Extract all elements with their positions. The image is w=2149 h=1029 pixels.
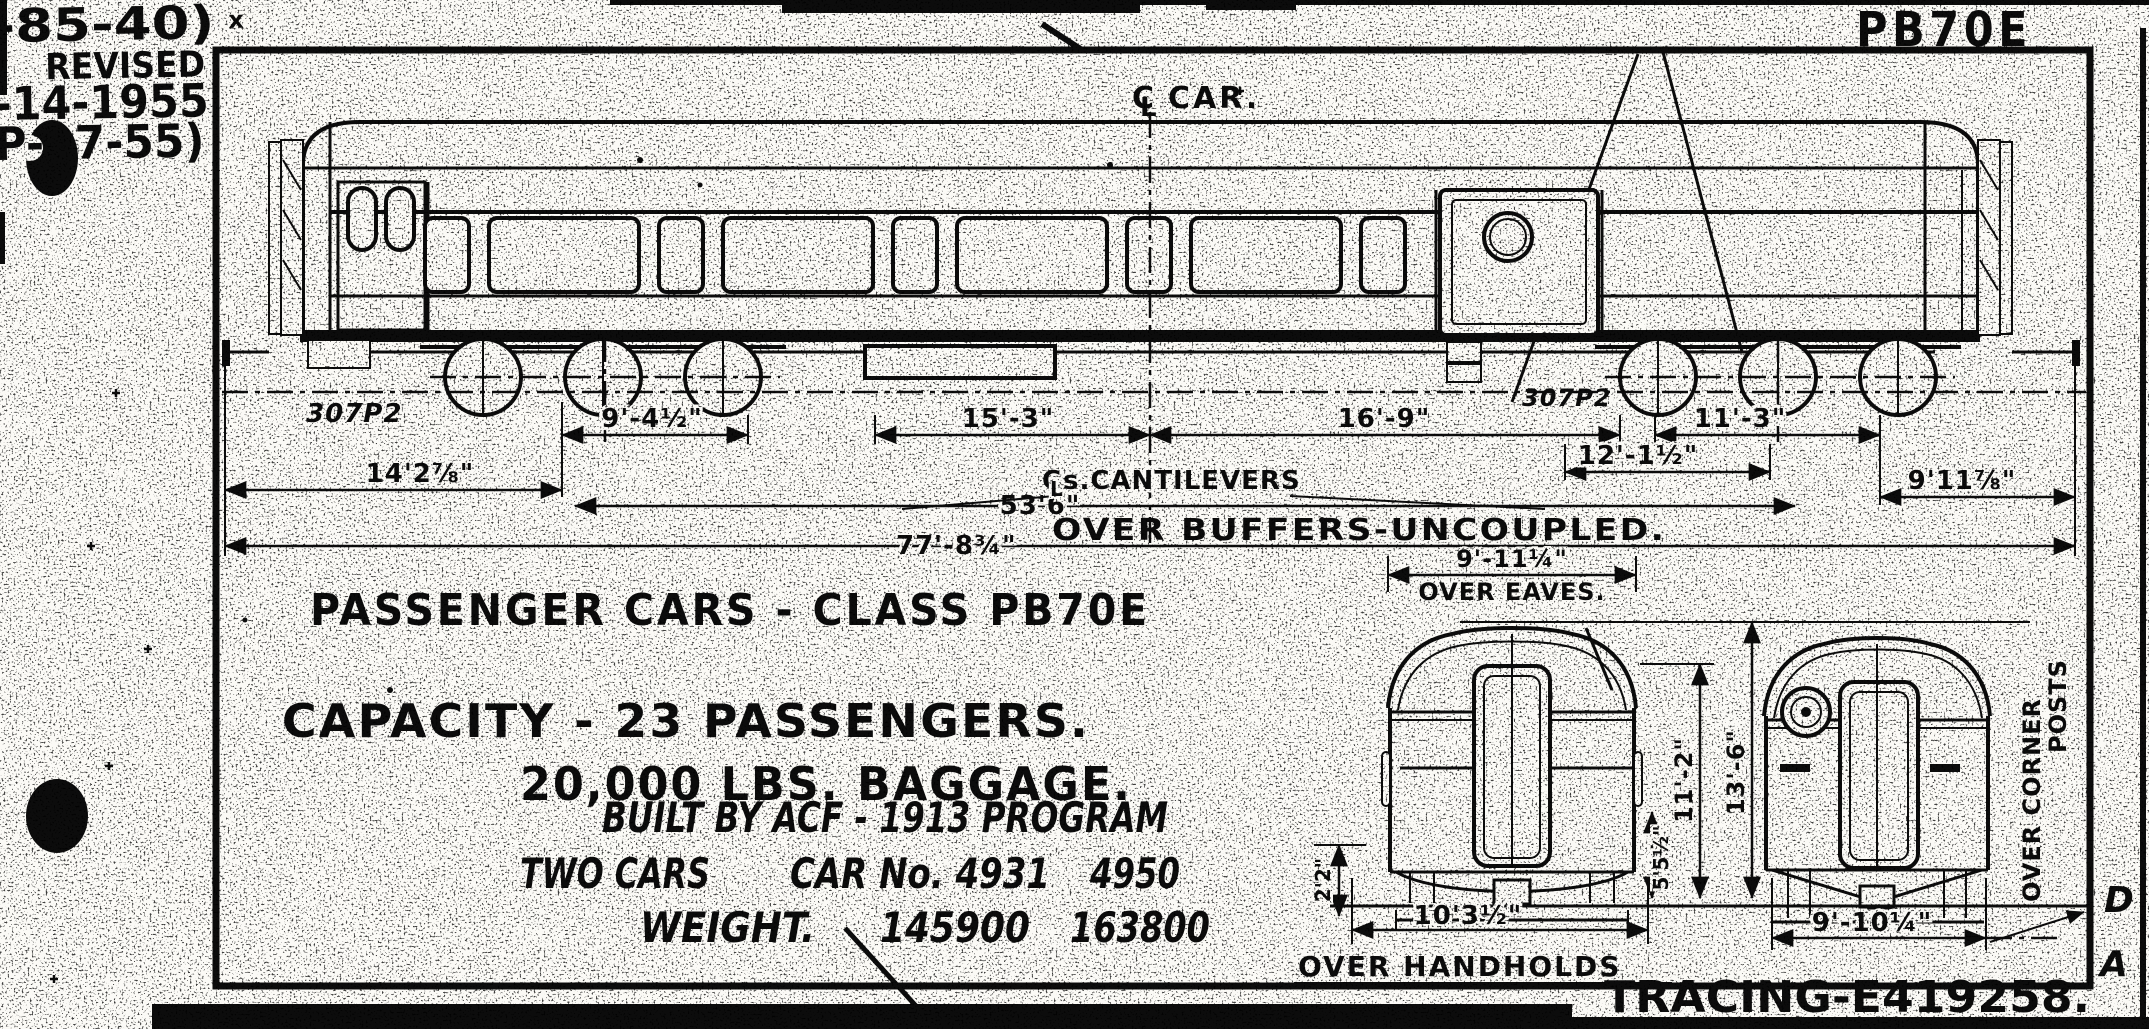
scan-noise-overlay [0, 0, 2149, 1029]
scanned-drawing-page: -85-40) x REVISED -14-1955 P-97-55) PB70… [0, 0, 2149, 1029]
drawing-canvas: -85-40) x REVISED -14-1955 P-97-55) PB70… [0, 0, 2149, 1029]
